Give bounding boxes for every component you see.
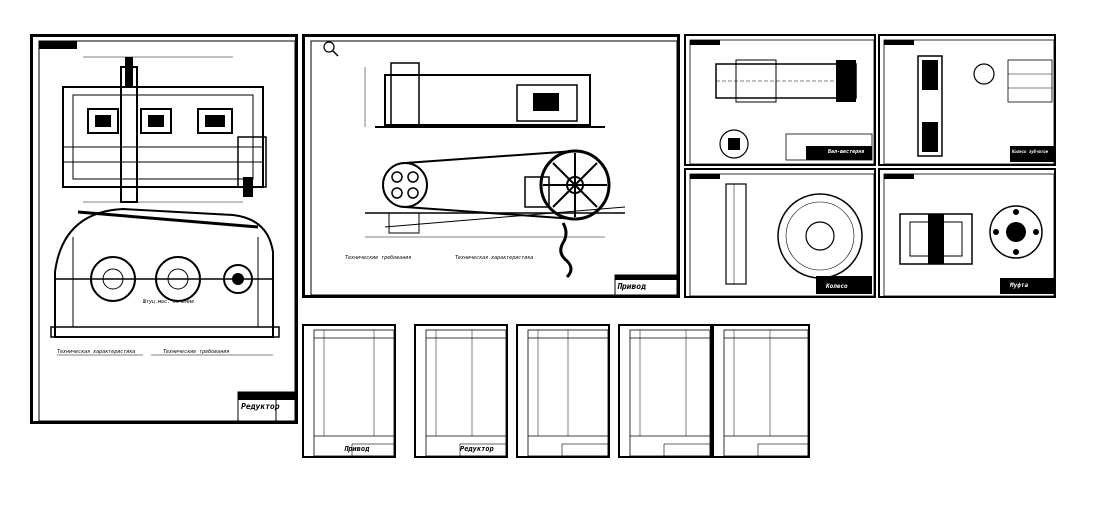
tech-req-heading: Технические требования: [345, 255, 412, 261]
titleblock-name: Вал-шестерня: [828, 149, 865, 155]
sheet-spec-4[interactable]: [618, 324, 712, 458]
spec-table: [425, 329, 507, 457]
titleblock-name: Редуктор: [460, 445, 494, 453]
zoom-lens-icon[interactable]: [323, 41, 339, 57]
sheet-spec-5[interactable]: [712, 324, 810, 458]
section-caption: Штуц.мас. сечение: [143, 299, 195, 305]
sheet-spec-drive[interactable]: Привод: [302, 324, 396, 458]
sheet-reducer[interactable]: Штуц.мас. сечение Техническая характерис…: [30, 34, 298, 424]
tech-req-heading: Технические требования: [163, 349, 230, 355]
wheel-gear-drawing: [883, 39, 1055, 165]
spec-table: [313, 329, 395, 457]
sheet-spec-3[interactable]: [516, 324, 610, 458]
coupling-drawing: [883, 173, 1055, 297]
sheet-spec-reducer[interactable]: Редуктор: [414, 324, 508, 458]
spec-table: [629, 329, 711, 457]
titleblock-name: Колесо: [826, 283, 848, 290]
titleblock-name: Привод: [617, 282, 646, 291]
titleblock-name: Муфта: [1010, 282, 1029, 289]
sheet-wheel-gear[interactable]: Колесо зубчатое: [878, 34, 1056, 166]
titleblock-name: Редуктор: [241, 402, 280, 411]
sheet-drive[interactable]: Технические требования Техническая харак…: [302, 34, 680, 298]
titleblock-name: Колесо зубчатое: [1012, 149, 1049, 154]
shaft-drawing: [689, 39, 875, 165]
sheet-shaft[interactable]: Вал-шестерня: [684, 34, 876, 166]
sheet-wheel-cast[interactable]: Колесо: [684, 168, 876, 298]
drive-drawing: [310, 40, 678, 296]
titleblock-name: Привод: [344, 445, 370, 453]
spec-table: [527, 329, 609, 457]
reducer-drawing: [38, 40, 296, 422]
tech-char-heading: Техническая характеристика: [57, 349, 136, 355]
spec-table: [723, 329, 809, 457]
wheel-cast-drawing: [689, 173, 875, 297]
tech-char-heading: Техническая характеристика: [455, 255, 534, 261]
sheet-coupling[interactable]: Муфта: [878, 168, 1056, 298]
